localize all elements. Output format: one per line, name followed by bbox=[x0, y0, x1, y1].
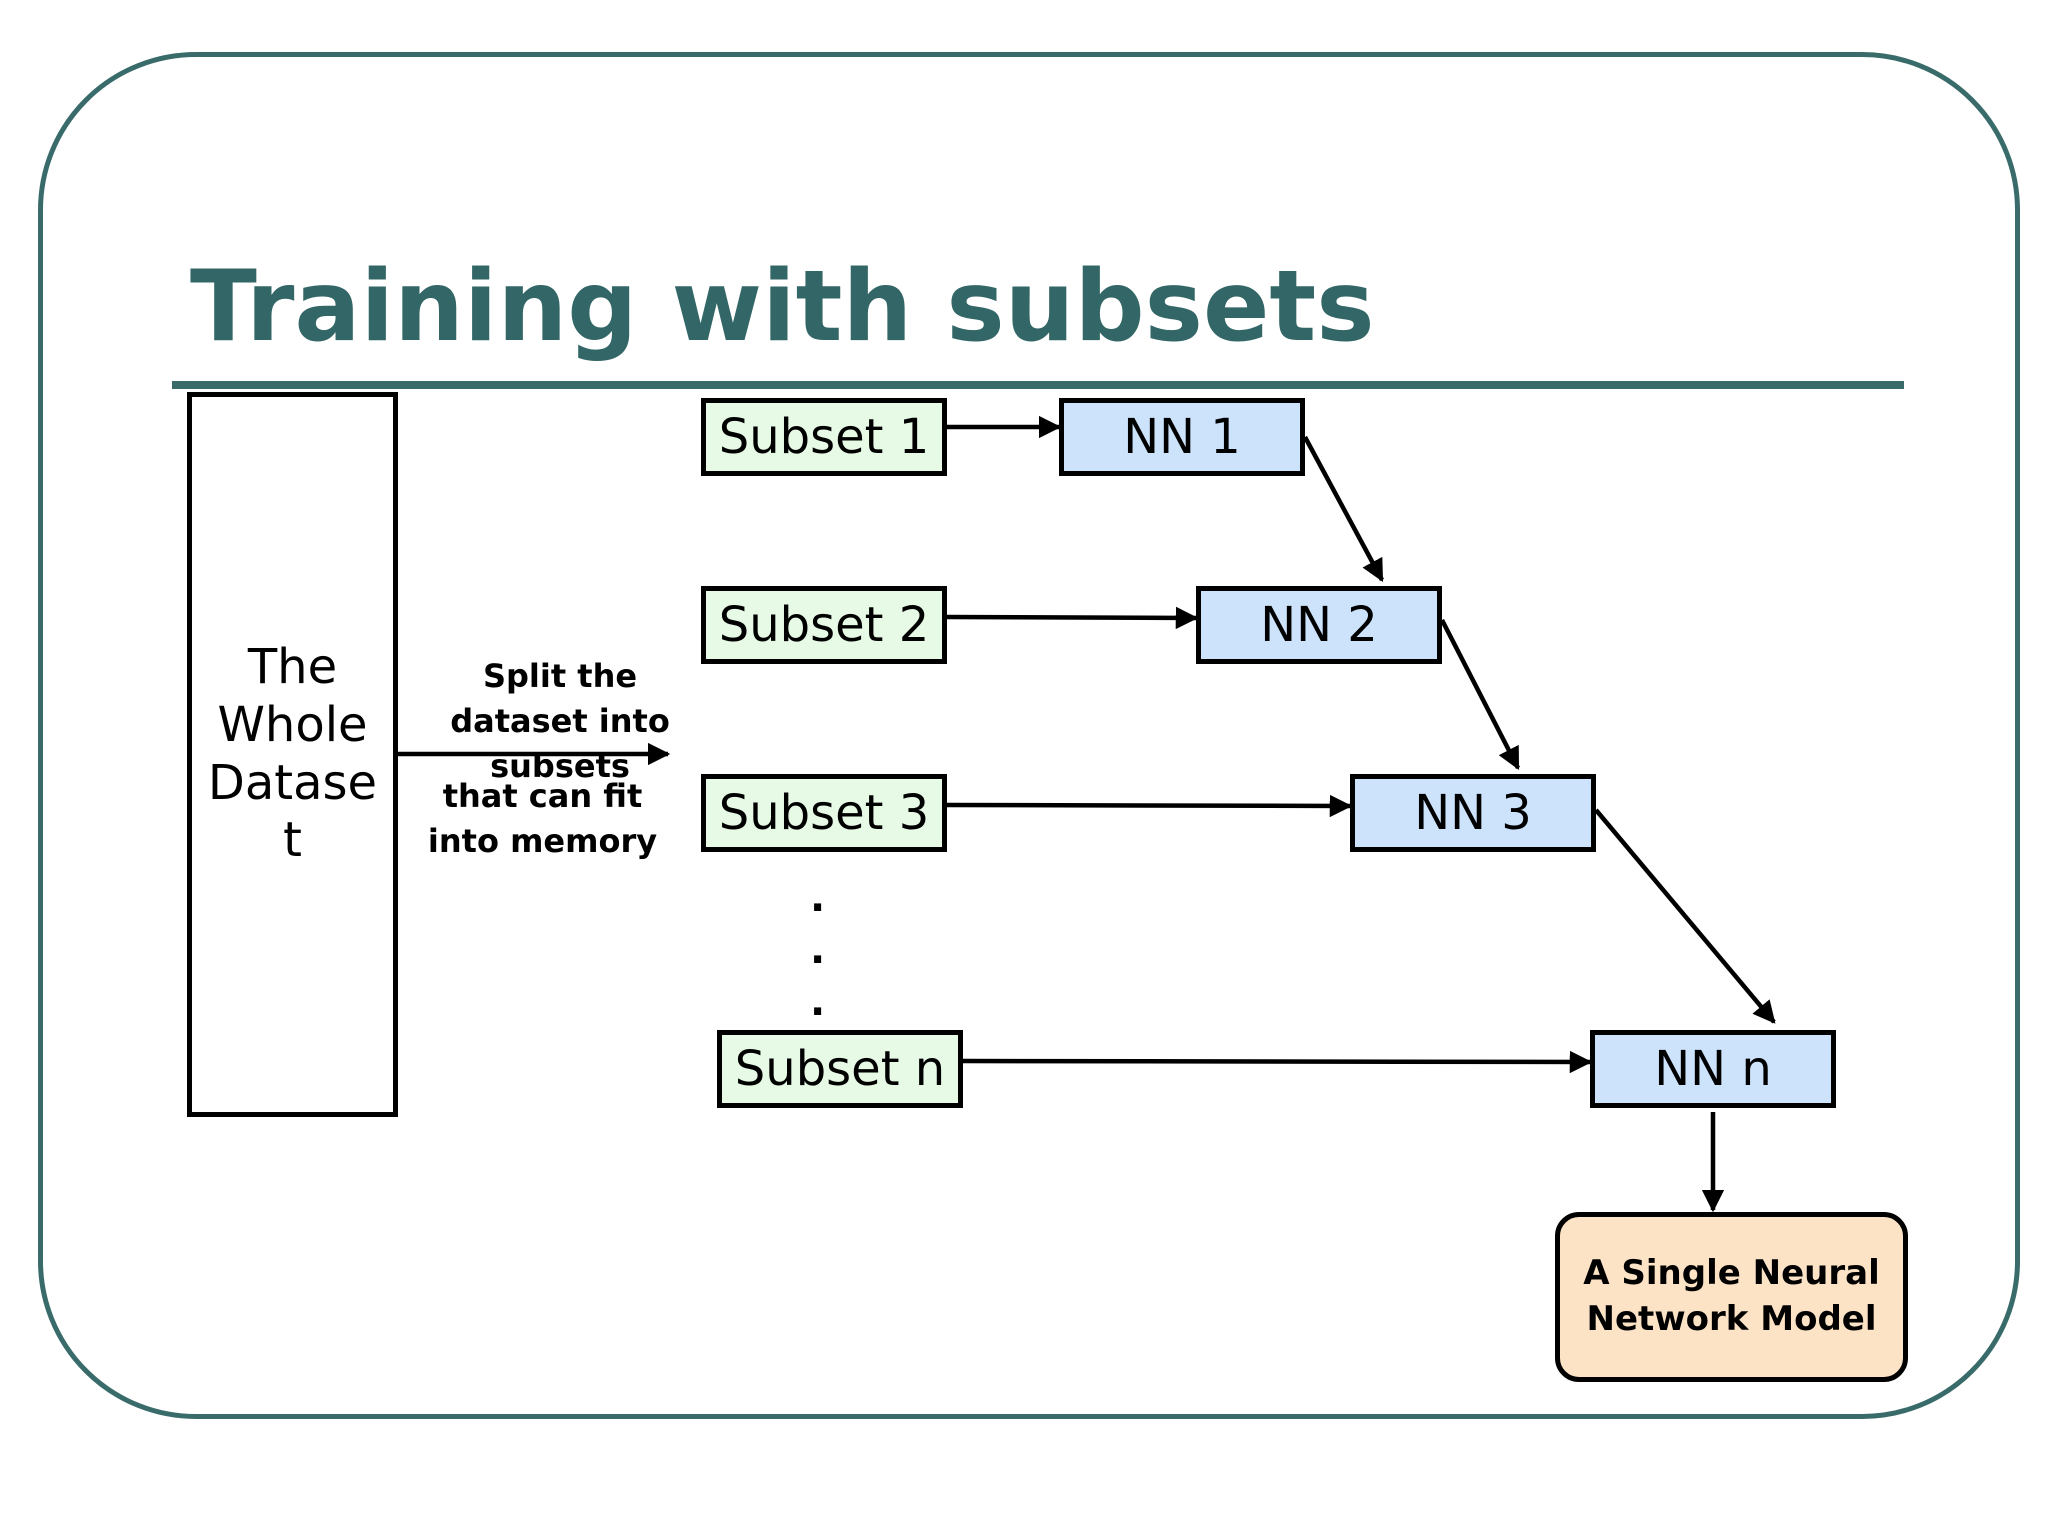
nn-n-box: NN n bbox=[1590, 1030, 1836, 1108]
ellipsis-dot: . bbox=[810, 927, 826, 973]
subset-ellipsis: . . . bbox=[810, 875, 826, 1034]
title-underline bbox=[172, 381, 1904, 389]
split-label-top: Split the dataset into subsets bbox=[450, 657, 670, 785]
nn-2-to-nn-3-arrow bbox=[1439, 618, 1521, 771]
ellipsis-dot: . bbox=[810, 875, 826, 921]
whole-dataset-box: The Whole Dataset bbox=[187, 392, 398, 1117]
subset-2-to-nn-2-arrow bbox=[946, 606, 1199, 630]
single-model-label: A Single Neural Network Model bbox=[1583, 1253, 1880, 1339]
ellipsis-dot: . bbox=[810, 979, 826, 1025]
nn-2-label: NN 2 bbox=[1260, 597, 1378, 653]
subset-2-box: Subset 2 bbox=[701, 586, 947, 664]
subset-n-box: Subset n bbox=[717, 1030, 963, 1108]
slide-frame bbox=[38, 52, 2020, 1419]
nn-1-box: NN 1 bbox=[1059, 398, 1305, 476]
subset-3-to-nn-3-arrow bbox=[946, 794, 1353, 818]
subset-3-box: Subset 3 bbox=[701, 774, 947, 852]
whole-dataset-label: The Whole Dataset bbox=[207, 639, 378, 869]
nn-n-label: NN n bbox=[1654, 1041, 1772, 1097]
nn-1-to-nn-2-arrow bbox=[1303, 435, 1384, 582]
subset-n-to-nn-n-arrow bbox=[962, 1050, 1593, 1074]
nn-3-to-nn-n-arrow bbox=[1594, 808, 1776, 1024]
nn-1-label: NN 1 bbox=[1123, 409, 1241, 465]
subset-n-label: Subset n bbox=[734, 1041, 946, 1097]
subset-3-label: Subset 3 bbox=[718, 785, 930, 841]
subset-1-box: Subset 1 bbox=[701, 398, 947, 476]
subset-2-label: Subset 2 bbox=[718, 597, 930, 653]
nn-2-box: NN 2 bbox=[1196, 586, 1442, 664]
split-label-bottom: that can fit into memory bbox=[427, 777, 658, 860]
single-model-box: A Single Neural Network Model bbox=[1555, 1212, 1908, 1382]
nn-3-box: NN 3 bbox=[1350, 774, 1596, 852]
nn-3-label: NN 3 bbox=[1414, 785, 1532, 841]
slide-title: Training with subsets bbox=[190, 250, 1375, 364]
subset-1-label: Subset 1 bbox=[718, 409, 930, 465]
